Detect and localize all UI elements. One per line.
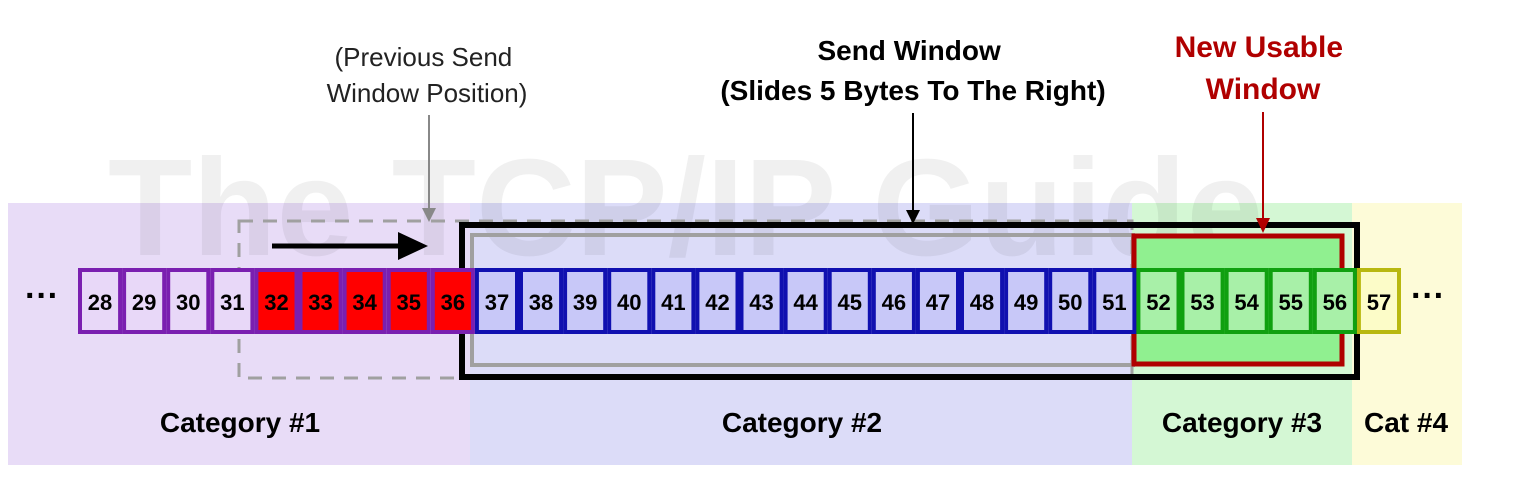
byte-label-52: 52	[1146, 290, 1170, 315]
byte-label-34: 34	[352, 290, 377, 315]
send-window-pointer-head	[906, 210, 920, 224]
byte-label-30: 30	[176, 290, 200, 315]
byte-cell-40	[607, 268, 652, 334]
byte-label-33: 33	[308, 290, 332, 315]
byte-cell-57	[1356, 268, 1402, 334]
byte-label-45: 45	[838, 290, 862, 315]
category-4-label: Cat #4	[1364, 407, 1448, 438]
byte-cell-56	[1312, 268, 1357, 334]
byte-label-56: 56	[1323, 290, 1347, 315]
byte-cell-46	[871, 268, 916, 334]
byte-label-28: 28	[88, 290, 112, 315]
byte-label-44: 44	[793, 290, 818, 315]
byte-cell-31	[210, 268, 255, 334]
byte-cell-39	[563, 268, 608, 334]
category-3-label: Category #3	[1162, 407, 1322, 438]
watermark: The TCP/IP Guide	[108, 131, 1263, 285]
category-2-label: Category #2	[722, 407, 882, 438]
byte-label-37: 37	[485, 290, 509, 315]
byte-label-57: 57	[1367, 290, 1391, 315]
byte-label-51: 51	[1102, 290, 1126, 315]
byte-cell-49	[1004, 268, 1049, 334]
byte-cell-43	[739, 268, 784, 334]
byte-cell-38	[519, 268, 564, 334]
byte-cell-34	[342, 268, 387, 334]
byte-label-54: 54	[1234, 290, 1259, 315]
byte-cell-44	[783, 268, 828, 334]
byte-label-35: 35	[397, 290, 421, 315]
previous-window-pointer-head	[422, 208, 436, 222]
previous-window-label-line-1: (Previous Send	[335, 42, 513, 72]
byte-cell-51	[1092, 268, 1137, 334]
byte-cell-53	[1180, 268, 1225, 334]
send-window-label-line-1: Send Window	[817, 35, 1001, 66]
byte-sequence: 28 29 30 31 32 33 34 35 36 37 38 39 40 41 42 43 44 45 46 47…	[78, 268, 1402, 334]
byte-cell-30	[166, 268, 211, 334]
slide-arrow-head	[398, 232, 428, 260]
new-usable-window-label-line-2: Window	[1206, 73, 1321, 106]
byte-cell-35	[386, 268, 431, 334]
byte-cell-32	[254, 268, 299, 334]
byte-cell-42	[695, 268, 740, 334]
byte-cell-41	[651, 268, 696, 334]
byte-cell-37	[474, 268, 519, 334]
previous-window-label: (Previous Send Window Position)	[327, 42, 528, 108]
byte-label-42: 42	[705, 290, 729, 315]
byte-label-50: 50	[1058, 290, 1082, 315]
right-ellipsis: ···	[1411, 277, 1445, 315]
byte-cell-29	[122, 268, 167, 334]
byte-label-38: 38	[529, 290, 553, 315]
byte-label-32: 32	[264, 290, 288, 315]
byte-label-43: 43	[749, 290, 773, 315]
byte-cell-36	[430, 268, 475, 334]
byte-label-49: 49	[1014, 290, 1038, 315]
byte-label-31: 31	[220, 290, 244, 315]
byte-cell-33	[298, 268, 343, 334]
byte-label-40: 40	[617, 290, 641, 315]
left-ellipsis: ···	[25, 277, 59, 315]
byte-cell-55	[1268, 268, 1313, 334]
byte-cell-50	[1048, 268, 1093, 334]
byte-label-39: 39	[573, 290, 597, 315]
byte-cell-45	[827, 268, 872, 334]
new-usable-window-label-line-1: New Usable	[1175, 31, 1343, 64]
new-usable-window-pointer-head	[1256, 218, 1270, 233]
new-usable-window-label: New Usable Window	[1175, 31, 1352, 106]
byte-label-36: 36	[441, 290, 465, 315]
byte-label-47: 47	[926, 290, 950, 315]
byte-cell-52	[1136, 268, 1181, 334]
send-window-label: Send Window (Slides 5 Bytes To The Right…	[720, 35, 1105, 106]
byte-label-46: 46	[882, 290, 906, 315]
previous-window-label-line-2: Window Position)	[327, 78, 528, 108]
byte-cell-28	[78, 268, 123, 334]
byte-label-53: 53	[1190, 290, 1214, 315]
byte-label-48: 48	[970, 290, 994, 315]
byte-cell-54	[1224, 268, 1269, 334]
send-window-label-line-2: (Slides 5 Bytes To The Right)	[720, 75, 1105, 106]
category-1-label: Category #1	[160, 407, 320, 438]
byte-label-55: 55	[1279, 290, 1303, 315]
byte-cell-47	[915, 268, 961, 334]
byte-cell-48	[960, 268, 1005, 334]
byte-label-29: 29	[132, 290, 156, 315]
byte-label-41: 41	[661, 290, 685, 315]
